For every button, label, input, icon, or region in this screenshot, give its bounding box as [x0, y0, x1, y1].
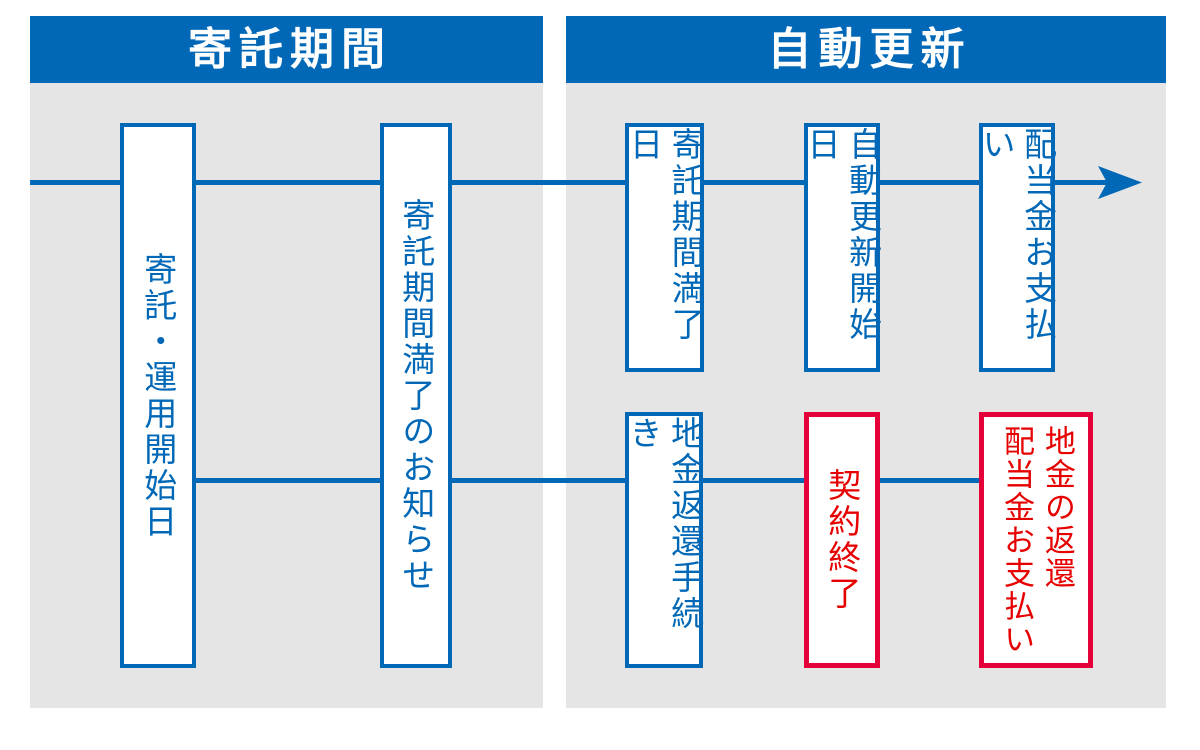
event-box-bullion-return-procedure: 地金返還手続き [625, 412, 704, 668]
event-box-contract-termination: 契約終了 [804, 412, 880, 668]
event-label: 自動更新開始日 [803, 127, 882, 343]
event-label: 寄託期間満了のお知らせ [397, 197, 435, 594]
section-header-auto-renewal: 自動更新 [566, 16, 1166, 83]
event-box-deposit-expiry-date: 寄託期間満了日 [625, 123, 704, 372]
section-header-deposit-period: 寄託期間 [30, 16, 543, 83]
timeline-bottom-line [193, 478, 982, 483]
section-title-auto-renewal: 自動更新 [767, 24, 972, 74]
event-box-auto-renewal-start-date: 自動更新開始日 [803, 123, 882, 372]
panel-deposit-period [30, 83, 543, 708]
event-label: 地金返還手続き [625, 416, 704, 632]
event-label: 地金の返還 配当金お支払い [999, 424, 1075, 656]
event-label: 寄託期間満了日 [625, 127, 705, 343]
event-box-bullion-return-and-dividend-payment: 地金の返還 配当金お支払い [979, 412, 1093, 668]
timeline-right-arrow-icon [1098, 166, 1142, 199]
event-label: 契約終了 [823, 468, 861, 612]
timeline-top-line [30, 180, 1108, 185]
event-box-dividend-payment: 配当金お支払い [978, 123, 1057, 372]
event-box-deposit-expiry-notice: 寄託期間満了のお知らせ [380, 123, 452, 668]
section-title-deposit-period: 寄託期間 [188, 24, 392, 74]
event-box-deposit-operation-start: 寄託・運用開始日 [120, 123, 196, 668]
event-label: 配当金お支払い [978, 127, 1057, 343]
event-label: 寄託・運用開始日 [139, 251, 177, 540]
